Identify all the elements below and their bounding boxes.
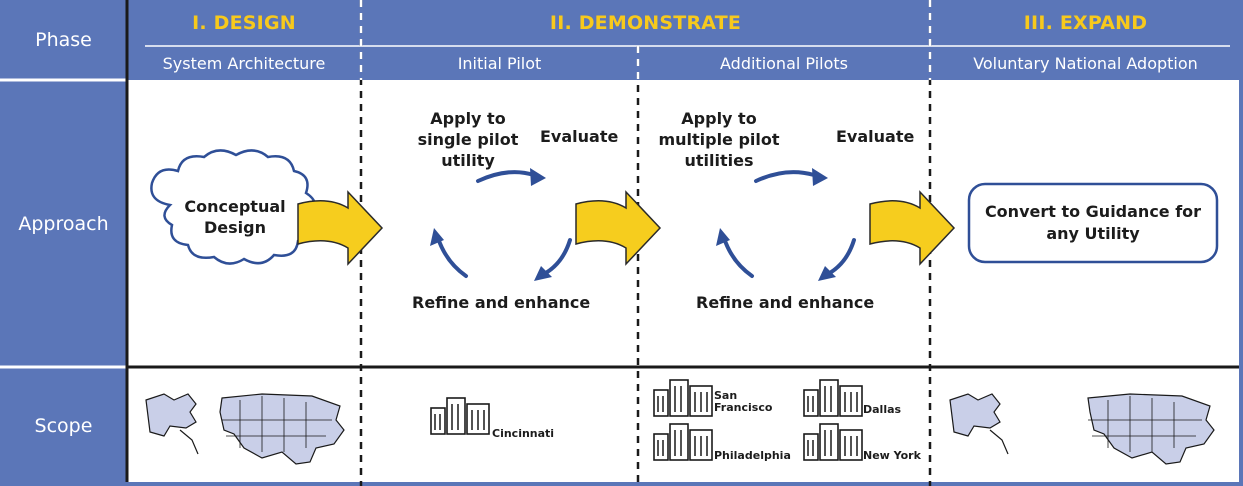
phase-title-demonstrate: II. DEMONSTRATE	[549, 12, 742, 34]
initial-evaluate-text: Evaluate	[540, 127, 619, 146]
phase-row-label: Phase	[35, 29, 92, 51]
city-label-dallas: Dallas	[863, 403, 902, 416]
additional-evaluate-text: Evaluate	[836, 127, 915, 146]
subtitle-system-architecture: System Architecture	[162, 53, 326, 73]
additional-refine-text: Refine and enhance	[696, 293, 875, 312]
phase-title-design: I. DESIGN	[192, 12, 296, 34]
city-label-cincinnati: Cincinnati	[492, 427, 555, 440]
us-map-icon	[145, 393, 1215, 465]
city-label-new-york: New York	[863, 449, 921, 462]
conceptual-design-text: Conceptual Design	[184, 197, 286, 237]
yellow-arrow-icon	[297, 190, 956, 266]
guidance-box	[967, 182, 1219, 264]
header-band	[127, 0, 1243, 80]
phase-dividers	[359, 0, 932, 486]
guidance-text: Convert to Guidance for any Utility	[984, 202, 1202, 243]
approach-row-label: Approach	[18, 212, 109, 235]
initial-apply-text: Apply to single pilot utility	[417, 109, 519, 170]
phase-title-expand: III. EXPAND	[1023, 12, 1148, 34]
subtitle-voluntary-national-adoption: Voluntary National Adoption	[973, 53, 1198, 73]
initial-refine-text: Refine and enhance	[412, 293, 591, 312]
scope-row-label: Scope	[34, 414, 93, 437]
additional-apply-text: Apply to multiple pilot utilities	[658, 109, 780, 170]
subtitle-additional-pilots: Additional Pilots	[720, 53, 848, 73]
subtitle-initial-pilot: Initial Pilot	[457, 53, 542, 73]
city-label-san-francisco: San Francisco	[714, 389, 773, 414]
city-label-philadelphia: Philadelphia	[714, 449, 791, 462]
